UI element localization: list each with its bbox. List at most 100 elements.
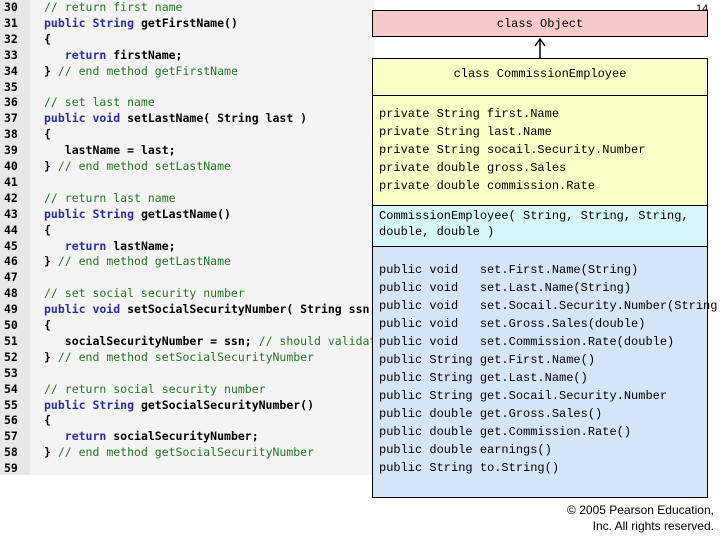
code-line: 42// return last name <box>0 190 374 206</box>
code-line: 40} // end method setLastName <box>0 158 374 174</box>
field-item: private String first.Name <box>379 107 560 121</box>
line-number: 53 <box>4 365 18 380</box>
line-number: 30 <box>4 0 18 14</box>
code-text: return socialSecurityNumber; <box>44 428 259 444</box>
code-comment: // should validate <box>258 333 384 348</box>
code-segment: } <box>44 254 58 269</box>
method-item: public void set.Socail.Security.Number(S… <box>379 299 720 313</box>
code-line: 51 socialSecurityNumber = ssn; // should… <box>0 333 383 349</box>
field-item: private String socail.Security.Number <box>379 143 646 157</box>
method-item: public void set.Gross.Sales(double) <box>379 317 646 331</box>
code-segment: firstName; <box>113 47 183 62</box>
code-text: public String getSocialSecurityNumber() <box>44 397 314 413</box>
method-item: public String get.Last.Name() <box>379 371 588 385</box>
method-item: public double earnings() <box>379 443 552 457</box>
code-line: 33 return firstName; <box>0 47 374 63</box>
line-number: 41 <box>4 174 18 189</box>
code-segment: { <box>44 413 51 428</box>
code-segment: setSocialSecurityNumber( String ssn ) <box>127 302 384 317</box>
code-keyword: public void <box>44 111 128 126</box>
code-line: 39 lastName = last; <box>0 142 374 158</box>
line-number: 39 <box>4 143 18 158</box>
code-comment: // return social security number <box>44 381 266 396</box>
code-comment: // end method setLastName <box>57 159 231 173</box>
method-item: public String to.String() <box>379 461 560 475</box>
line-number: 38 <box>4 127 18 142</box>
line-number: 32 <box>4 31 18 46</box>
code-line: 45 return lastName; <box>0 238 374 254</box>
line-number: 57 <box>4 429 18 444</box>
code-text: public void setLastName( String last ) <box>44 110 307 126</box>
line-number: 58 <box>4 445 18 460</box>
code-text: return firstName; <box>44 47 183 63</box>
method-item: public double get.Commission.Rate() <box>379 425 632 439</box>
class-name-section: class CommissionEmployee <box>373 59 707 96</box>
code-segment: setLastName( String last ) <box>127 111 308 126</box>
copyright-notice: © 2005 Pearson Education, Inc. All right… <box>567 502 714 534</box>
code-text: } // end method setSocialSecurityNumber <box>44 349 314 365</box>
code-line: 57 return socialSecurityNumber; <box>0 428 374 444</box>
code-segment: { <box>44 127 51 142</box>
code-line: 54// return social security number <box>0 381 374 397</box>
code-comment: // set last name <box>44 95 155 110</box>
line-number: 34 <box>4 63 18 78</box>
method-item: public String get.First.Name() <box>379 353 596 367</box>
line-number: 52 <box>4 349 18 364</box>
line-number: 55 <box>4 397 18 412</box>
code-text: { <box>44 31 51 47</box>
code-comment: // return first name <box>44 0 183 14</box>
line-number: 49 <box>4 302 18 317</box>
method-item: public void set.First.Name(String) <box>379 263 639 277</box>
line-number: 36 <box>4 95 18 110</box>
code-line: 55 public String getSocialSecurityNumber(… <box>0 397 374 413</box>
code-keyword: public String <box>44 206 141 221</box>
code-line: 41 <box>0 174 374 190</box>
code-text: { <box>44 317 51 333</box>
code-line: 58 } // end method getSocialSecurityNumbe… <box>0 444 374 460</box>
line-number-gutter <box>0 0 30 475</box>
code-segment: { <box>44 31 51 46</box>
constructor-signature: CommissionEmployee( String, String, Stri… <box>379 209 689 239</box>
line-number: 47 <box>4 270 18 285</box>
code-keyword: return <box>44 238 114 253</box>
code-keyword: return <box>44 47 114 62</box>
method-item: public double get.Gross.Sales() <box>379 407 603 421</box>
code-line: 52 } // end method setSocialSecurityNumbe… <box>0 349 374 365</box>
code-text: // return last name <box>44 190 176 206</box>
line-number: 35 <box>4 79 18 94</box>
code-segment: socialSecurityNumber = ssn; <box>44 333 259 348</box>
code-segment: { <box>44 318 51 332</box>
code-text: // set last name <box>44 94 155 110</box>
line-number: 45 <box>4 238 18 253</box>
code-line: 49 public void setSocialSecurityNumber( S… <box>0 301 383 317</box>
line-number: 56 <box>4 413 18 428</box>
code-text: socialSecurityNumber = ssn; // should va… <box>44 333 384 349</box>
code-line: 31 public String getFirstName() <box>0 15 374 31</box>
code-text: { <box>44 412 51 428</box>
code-text: return lastName; <box>44 238 176 254</box>
code-text: // set social security number <box>44 285 245 301</box>
code-segment: getFirstName() <box>140 15 238 30</box>
methods-section: public void set.First.Name(String) public… <box>373 247 720 497</box>
line-number: 48 <box>4 286 18 301</box>
code-text: public void setSocialSecurityNumber( Str… <box>44 301 383 317</box>
method-item: public void set.Commission.Rate(double) <box>379 335 675 349</box>
line-number: 44 <box>4 222 18 237</box>
fields-section: private String first.Name private String … <box>373 96 707 206</box>
line-number: 50 <box>4 318 18 332</box>
code-text: } // end method getSocialSecurityNumber <box>44 444 314 460</box>
code-text: public String getFirstName() <box>44 15 238 31</box>
code-line: 35 <box>0 79 374 95</box>
method-item: public String get.Socail.Security.Number <box>379 389 668 403</box>
code-segment: { <box>44 222 51 237</box>
code-comment: // end method getLastName <box>57 254 231 269</box>
line-number: 31 <box>4 15 18 30</box>
code-segment: lastName = last; <box>44 143 176 158</box>
field-item: private double commission.Rate <box>379 179 596 193</box>
inheritance-arrow-icon <box>534 37 546 59</box>
code-line: 34} // end method getFirstName <box>0 63 374 79</box>
code-line: 38 { <box>0 126 374 142</box>
code-segment: socialSecurityNumber; <box>113 429 259 444</box>
code-comment: // set social security number <box>44 286 245 301</box>
